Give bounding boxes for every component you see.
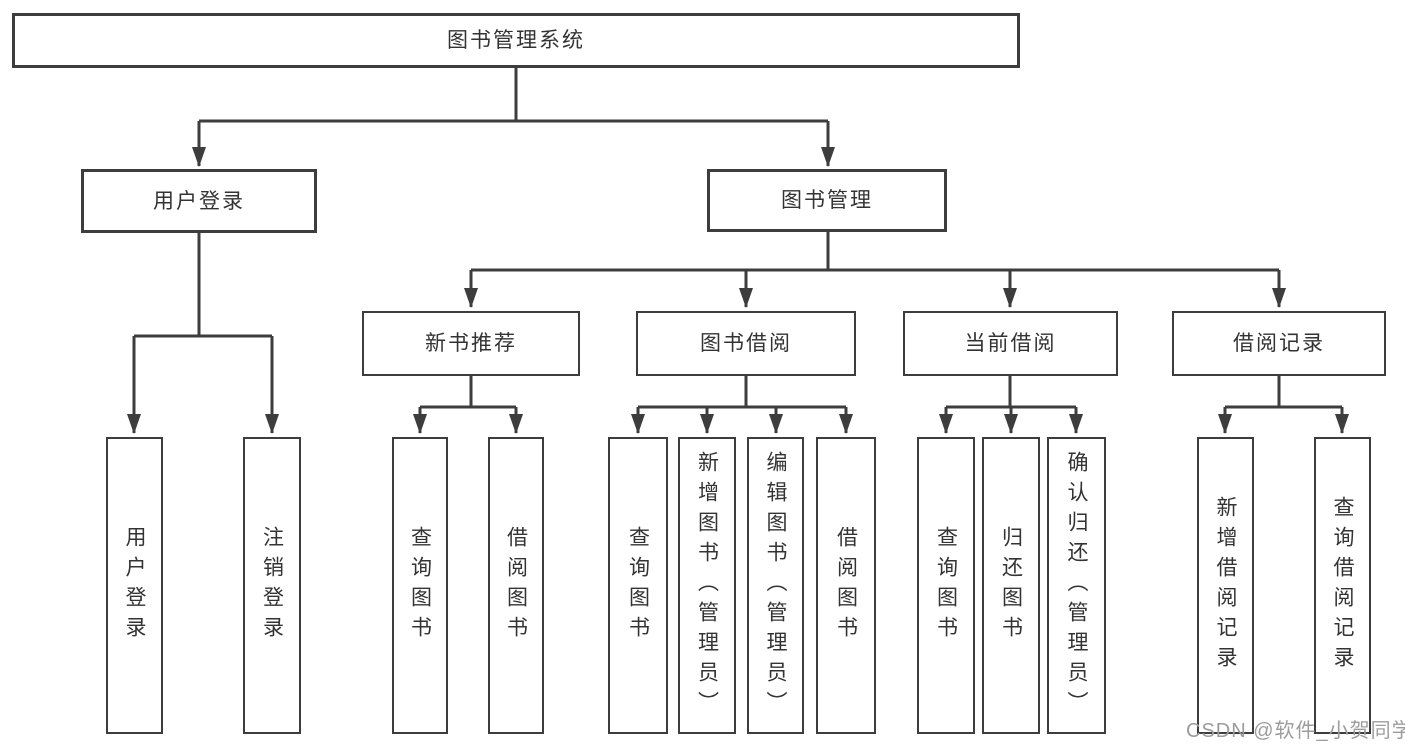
leaf-br-query-record: 查询借阅记录 (1314, 437, 1371, 734)
leaf-cb-return-books-label: 归还图书 (999, 525, 1023, 646)
leaf-user-login: 用户登录 (106, 437, 163, 734)
leaf-nbr-query-books: 查询图书 (392, 437, 448, 734)
leaf-bb-add-books-admin: 新增图书（管理员） (678, 437, 736, 734)
leaf-bb-query-books: 查询图书 (608, 437, 668, 734)
leaf-bb-query-books-label: 查询图书 (626, 525, 650, 646)
leaf-br-add-record: 新增借阅记录 (1197, 437, 1254, 734)
csdn-watermark: CSDN @软件_小贺同学 (1186, 720, 1405, 742)
node-book-borrow-label: 图书借阅 (700, 332, 792, 355)
leaf-user-login-label: 用户登录 (123, 525, 147, 646)
node-book-borrow: 图书借阅 (636, 311, 856, 376)
leaf-cb-query-books: 查询图书 (917, 437, 975, 734)
node-borrow-records: 借阅记录 (1172, 311, 1386, 376)
node-user-login-label: 用户登录 (153, 189, 245, 213)
leaf-cb-confirm-return-admin-label: 确认归还（管理员） (1065, 450, 1089, 721)
leaf-bb-edit-books-admin: 编辑图书（管理员） (747, 437, 804, 734)
node-new-book-recommend: 新书推荐 (362, 311, 580, 376)
leaf-bb-borrow-books: 借阅图书 (816, 437, 876, 734)
leaf-logout-label: 注销登录 (260, 525, 284, 646)
connector-strokes (127, 68, 1349, 434)
node-current-borrow: 当前借阅 (903, 311, 1118, 376)
node-borrow-records-label: 借阅记录 (1233, 332, 1325, 355)
leaf-bb-edit-books-admin-label: 编辑图书（管理员） (764, 450, 788, 721)
leaf-nbr-query-books-label: 查询图书 (408, 525, 432, 646)
leaf-logout: 注销登录 (243, 437, 301, 734)
leaf-cb-return-books: 归还图书 (982, 437, 1040, 734)
node-root: 图书管理系统 (12, 13, 1020, 68)
node-book-management-label: 图书管理 (781, 189, 873, 212)
leaf-cb-query-books-label: 查询图书 (934, 525, 958, 646)
node-user-login: 用户登录 (81, 169, 317, 233)
node-current-borrow-label: 当前借阅 (964, 332, 1057, 355)
leaf-br-add-record-label: 新增借阅记录 (1214, 495, 1238, 676)
leaf-bb-add-books-admin-label: 新增图书（管理员） (695, 450, 719, 721)
leaf-nbr-borrow-books-label: 借阅图书 (504, 525, 528, 646)
node-root-label: 图书管理系统 (447, 29, 585, 52)
node-new-book-recommend-label: 新书推荐 (425, 332, 517, 355)
leaf-bb-borrow-books-label: 借阅图书 (834, 525, 858, 646)
leaf-br-query-record-label: 查询借阅记录 (1331, 495, 1355, 676)
leaf-nbr-borrow-books: 借阅图书 (488, 437, 544, 734)
node-book-management: 图书管理 (707, 169, 947, 232)
leaf-cb-confirm-return-admin: 确认归还（管理员） (1047, 437, 1106, 734)
